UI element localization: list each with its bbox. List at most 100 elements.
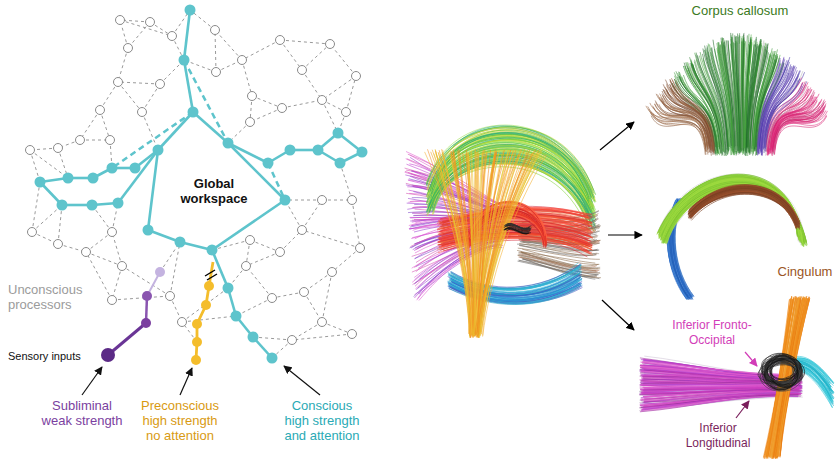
processor-node [352,72,361,81]
dashed-link [322,100,338,133]
fiber [689,191,799,227]
dashed-link [280,40,302,70]
processor-node [342,108,351,117]
processor-node [318,196,327,205]
processor-node [96,106,105,115]
processor-node [246,236,255,245]
subliminal-node [155,267,165,277]
fiber [438,152,469,338]
panel-arrow [600,122,634,150]
dashed-link [352,200,360,248]
workspace-node [267,353,278,364]
fiber [659,179,802,237]
fiber [662,177,799,238]
fiber-loop [764,355,800,389]
dashed-link [280,40,330,44]
workspace-node [207,245,218,256]
workspace-link [193,112,228,143]
fiber [691,189,797,225]
workspace-node [107,163,118,174]
dashed-link [32,182,40,232]
workspace-node [188,107,199,118]
fiber [522,254,600,268]
dashed-link [118,82,142,112]
processor-node [268,294,277,303]
fiber [522,259,599,275]
processor-node [348,196,357,205]
workspace-node [223,138,234,149]
fiber [667,90,712,153]
dashed-link [112,232,122,266]
fiber [689,189,796,225]
state-label: Subliminal weak strength [39,398,125,428]
workspace-node [35,177,46,188]
fiber [658,95,709,153]
fiber [772,100,817,149]
fiber [770,298,799,456]
workspace-dashed-link [112,112,193,168]
preconscious-node [192,337,202,347]
fiber [713,40,732,146]
fiber [660,176,803,239]
subliminal-node [101,348,115,362]
fiber-loop [764,353,799,393]
dashed-link [292,334,352,340]
dashed-link [246,266,272,298]
dashed-link [322,76,356,100]
dashed-link [304,272,332,292]
fiber [664,184,804,243]
dashed-link [253,337,292,340]
processor-node [288,336,297,345]
leader-arrow [745,352,757,366]
workspace-node [313,145,324,156]
fiber [689,186,797,221]
fiber [663,89,711,147]
fiber [653,113,706,155]
fiber [477,153,538,333]
fiber [659,175,798,237]
fiber [766,78,800,148]
workspace-node [143,225,154,236]
workspace-link [148,150,158,230]
dashed-link [118,48,128,82]
fiber [479,154,519,335]
preconscious-node [201,300,211,310]
fiber [479,155,528,333]
dashed-link [330,44,356,76]
processor-node [118,262,127,271]
fiber [707,45,727,147]
processor-node [318,318,327,327]
processor-node [28,228,37,237]
processor-node [276,248,285,257]
processor-node [211,26,220,35]
fiber [748,39,760,150]
tract-label: Inferior Fronto-Occipital [659,318,765,348]
dashed-link [236,298,272,316]
state-label: Preconscious high strength no attention [136,398,224,443]
fiber [479,151,508,338]
dashed-link [142,112,158,150]
fiber [425,152,471,335]
fiber [775,109,825,149]
fiber [672,83,714,147]
fiber [665,183,805,242]
workspace-dashed-link [268,163,285,200]
fiber [658,179,802,238]
fiber [660,177,802,238]
workspace-node [231,311,242,322]
fiber [671,78,714,153]
fiber [458,149,474,334]
leader-arrow [736,401,749,418]
fiber [691,188,799,223]
processor-node [138,108,147,117]
fiber [663,186,806,242]
fiber [658,177,803,238]
cingulum-tracts [657,174,807,300]
panel-arrow [608,234,642,235]
processor-node [26,146,35,155]
processor-node [166,292,175,301]
fiber [521,255,596,274]
processor-node [212,68,221,77]
workspace-node [113,198,124,209]
